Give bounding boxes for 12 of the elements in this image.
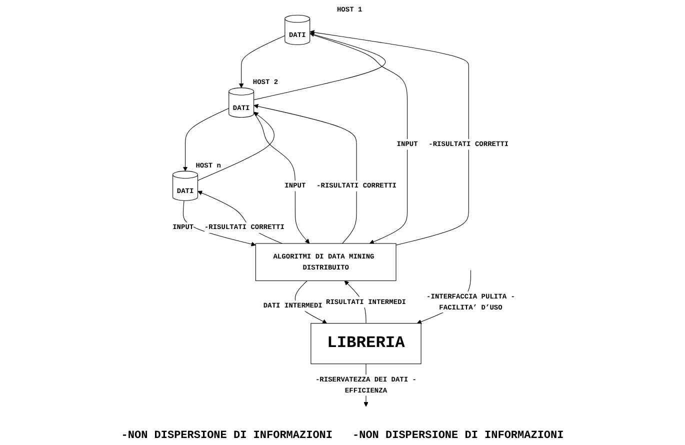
node-box: LIBRERIA xyxy=(311,323,422,364)
arrow xyxy=(254,104,358,244)
arrow xyxy=(183,108,230,172)
note-text: -NON DISPERSIONE DI INFORMAZIONI xyxy=(352,430,564,442)
arrow xyxy=(310,34,408,244)
arrow xyxy=(254,112,310,244)
arrow xyxy=(183,200,256,246)
arrow xyxy=(310,30,470,246)
note-text: -NON DISPERSIONE DI INFORMAZIONI xyxy=(121,430,332,442)
arrow xyxy=(198,112,275,181)
arrow xyxy=(239,35,286,88)
arrow xyxy=(254,32,386,100)
